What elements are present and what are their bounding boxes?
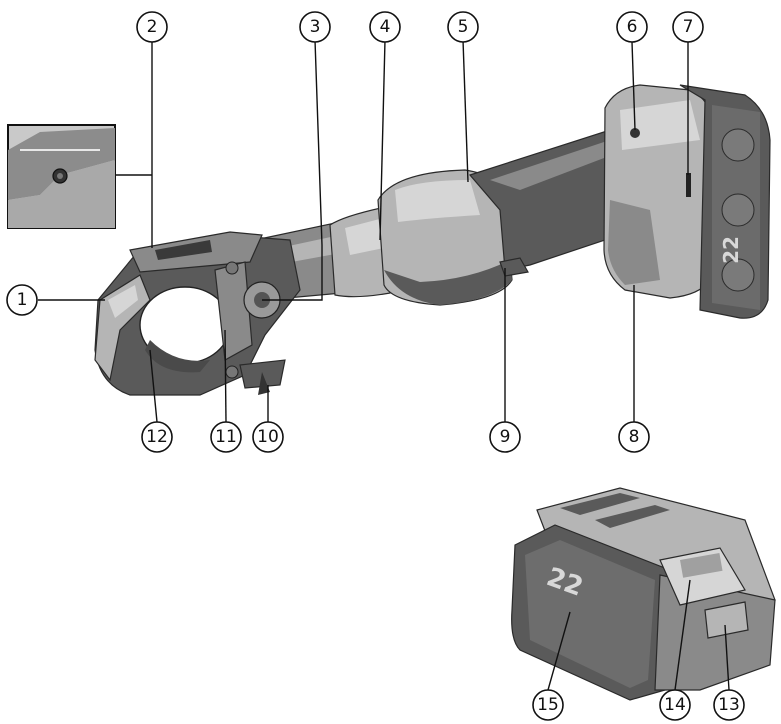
- svg-text:14: 14: [664, 695, 686, 715]
- svg-text:13: 13: [718, 695, 740, 715]
- callout-14: 14: [659, 689, 691, 721]
- callout-13: 13: [713, 689, 745, 721]
- svg-text:3: 3: [310, 17, 321, 37]
- svg-text:7: 7: [683, 17, 694, 37]
- battery-marking-attached: 22: [719, 236, 743, 264]
- svg-text:15: 15: [537, 695, 559, 715]
- callout-12: 12: [141, 421, 173, 453]
- svg-text:8: 8: [629, 427, 640, 447]
- callout-15: 15: [532, 689, 564, 721]
- cutter-tool: 22: [94, 84, 771, 396]
- callout-3: 3: [299, 11, 331, 43]
- svg-text:12: 12: [146, 427, 168, 447]
- callout-2: 2: [136, 11, 168, 43]
- callout-9: 9: [489, 421, 521, 453]
- callout-1: 1: [6, 284, 38, 316]
- battery-pack: 22: [511, 487, 776, 701]
- svg-text:4: 4: [380, 17, 391, 37]
- callout-6: 6: [616, 11, 648, 43]
- svg-text:9: 9: [500, 427, 511, 447]
- detail-inset: [7, 124, 116, 229]
- svg-text:10: 10: [257, 427, 279, 447]
- callout-10: 10: [252, 421, 284, 453]
- callout-11: 11: [210, 421, 242, 453]
- svg-text:1: 1: [17, 290, 28, 310]
- svg-text:11: 11: [215, 427, 237, 447]
- svg-text:2: 2: [147, 17, 158, 37]
- callout-4: 4: [369, 11, 401, 43]
- svg-text:5: 5: [458, 17, 469, 37]
- callout-7: 7: [672, 11, 704, 43]
- callout-5: 5: [447, 11, 479, 43]
- svg-text:6: 6: [627, 17, 638, 37]
- callout-8: 8: [618, 421, 650, 453]
- leader-lines: [38, 39, 730, 691]
